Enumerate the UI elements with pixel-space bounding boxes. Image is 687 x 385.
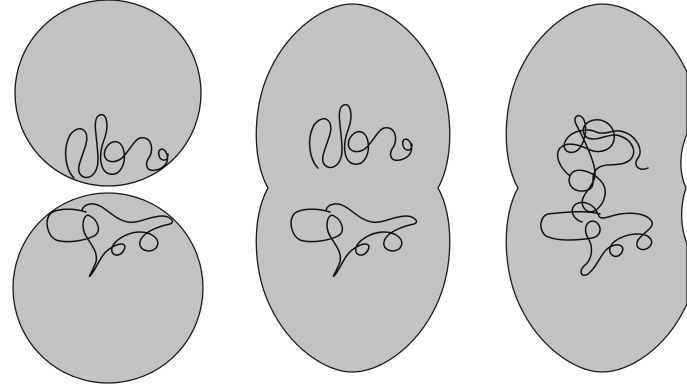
merged-particle xyxy=(256,4,450,372)
top-particle xyxy=(15,0,201,186)
panel-interdiffused-particle xyxy=(506,4,687,372)
panel-merged-particle xyxy=(256,4,450,372)
merged-particle xyxy=(506,4,687,372)
panel-separate-particles xyxy=(13,0,203,383)
bottom-particle xyxy=(13,193,203,383)
